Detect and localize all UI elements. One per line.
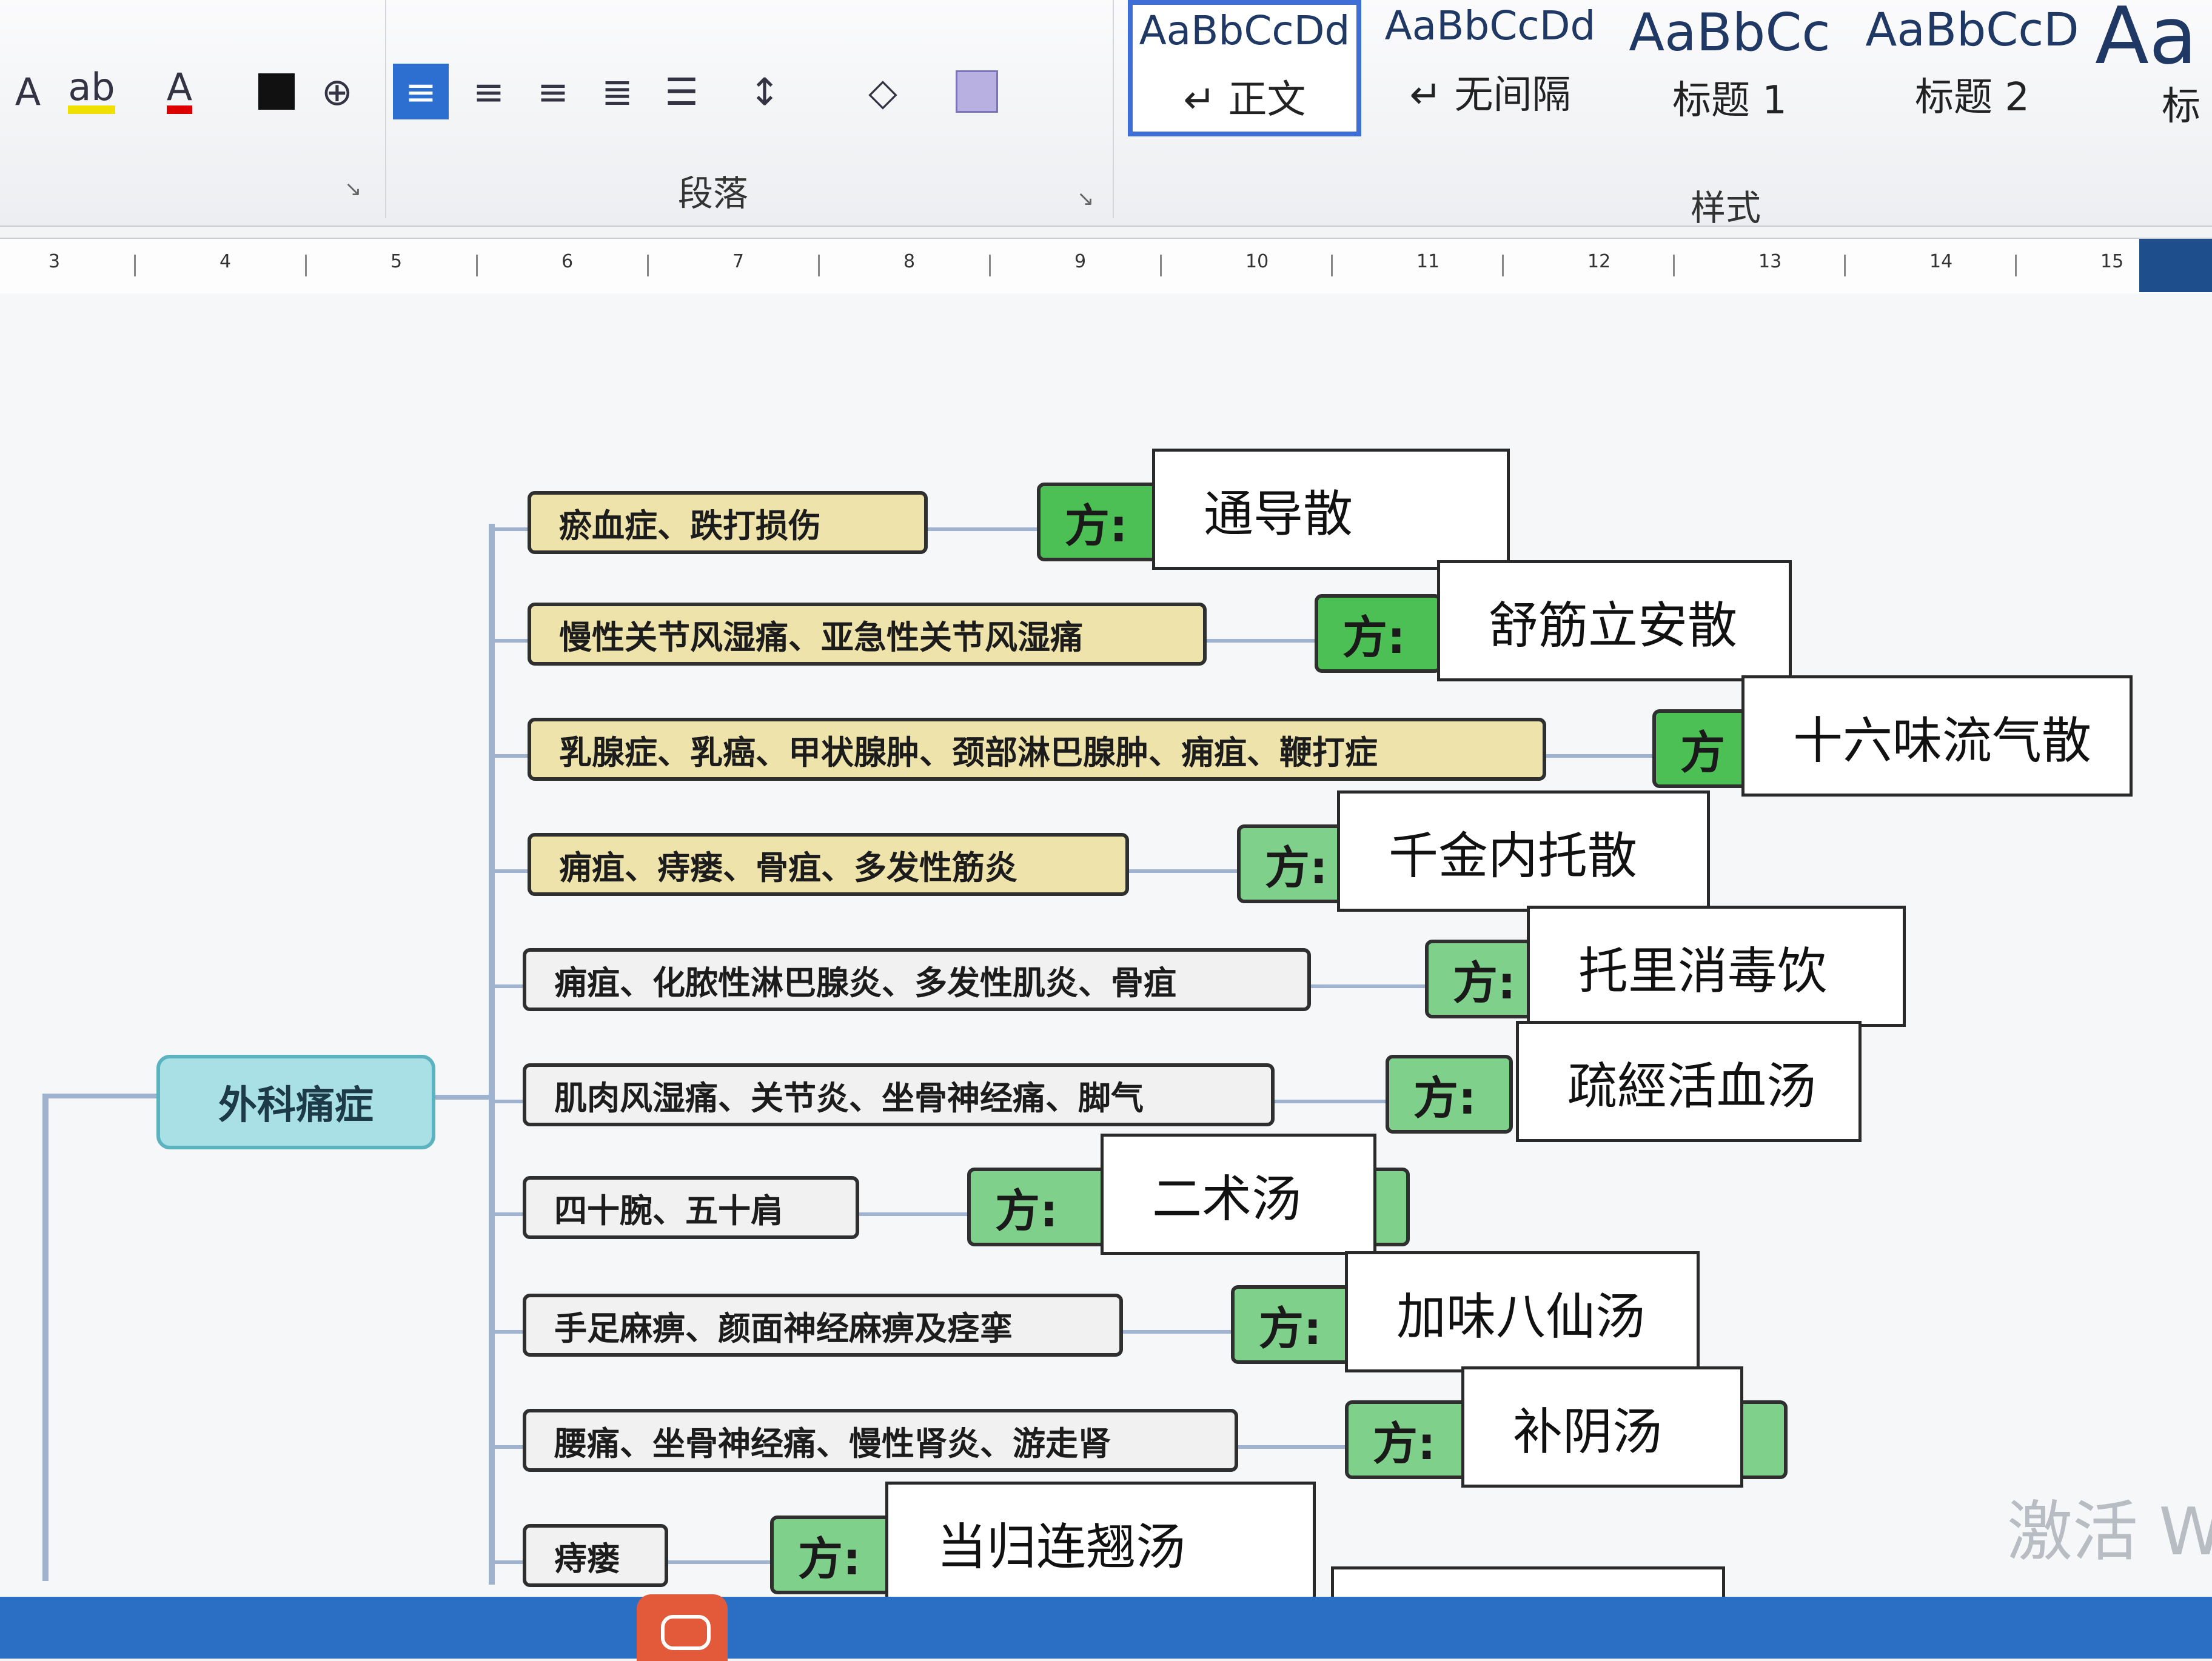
condition-node[interactable]: 肌肉风湿痛、关节炎、坐骨神经痛、脚气 bbox=[523, 1063, 1275, 1126]
ruler-margin-marker[interactable] bbox=[2139, 239, 2212, 292]
style-heading-1[interactable]: AaBbCc 标题 1 bbox=[1613, 0, 1846, 136]
style-normal[interactable]: AaBbCcDd ↵ 正文 bbox=[1128, 0, 1361, 136]
ruler-tick bbox=[1844, 255, 1846, 276]
remedy-box[interactable]: 补阴汤 bbox=[1461, 1366, 1743, 1488]
remedy-box[interactable]: 十六味流气散 bbox=[1741, 675, 2133, 797]
style-sample: AaBbCc bbox=[1629, 2, 1831, 63]
prescription-label[interactable]: 方: bbox=[770, 1516, 897, 1594]
align-center-icon[interactable]: ≡ bbox=[473, 69, 504, 114]
connector-line bbox=[42, 1096, 49, 1581]
fill-icon[interactable]: ◇ bbox=[868, 69, 897, 114]
condition-node[interactable]: 瘀血症、跌打损伤 bbox=[528, 491, 928, 554]
style-sample: AaBbCcDd bbox=[1139, 7, 1350, 54]
remedy-box[interactable]: 二术汤 bbox=[1101, 1134, 1376, 1255]
style-no-spacing[interactable]: AaBbCcDd ↵ 无间隔 bbox=[1373, 0, 1607, 136]
remedy-box[interactable]: 当归连翘汤 bbox=[885, 1482, 1316, 1603]
style-sample: AaBbCcDd bbox=[1384, 2, 1596, 49]
document-canvas: 外科痛症 瘀血症、跌打损伤方:通导散慢性关节风湿痛、亚急性关节风湿痛方:舒筋立安… bbox=[0, 293, 2212, 1615]
style-name: 标题 1 bbox=[1672, 78, 1788, 123]
style-name: 标 bbox=[2162, 84, 2200, 129]
condition-node[interactable]: 慢性关节风湿痛、亚急性关节风湿痛 bbox=[528, 603, 1207, 666]
style-name: 正文 bbox=[1228, 78, 1306, 122]
style-name: 标题 2 bbox=[1914, 75, 2030, 120]
condition-node[interactable]: 乳腺症、乳癌、甲状腺肿、颈部淋巴腺肿、痈疽、鞭打症 bbox=[528, 718, 1546, 781]
taskbar bbox=[0, 1597, 2212, 1659]
ruler-tick bbox=[1160, 255, 1162, 276]
styles-group-label: 样式 bbox=[1691, 187, 1761, 229]
condition-node[interactable]: 四十腕、五十肩 bbox=[523, 1176, 859, 1239]
paragraph-mark-icon: ↵ bbox=[1183, 78, 1216, 122]
paragraph-group-label: 段落 bbox=[678, 173, 749, 214]
ruler-number: 12 bbox=[1587, 251, 1611, 272]
condition-node[interactable]: 痈疽、痔瘘、骨疽、多发性筋炎 bbox=[528, 833, 1129, 896]
style-sample: Aa bbox=[2095, 0, 2197, 69]
ruler-tick bbox=[647, 255, 649, 276]
ruler-number: 13 bbox=[1758, 251, 1782, 272]
remedy-box[interactable]: 疏經活血汤 bbox=[1516, 1021, 1862, 1142]
borders-icon[interactable] bbox=[949, 64, 1005, 119]
separator bbox=[1113, 0, 1114, 218]
ruler-number: 3 bbox=[49, 251, 61, 272]
justify-icon[interactable]: ≣ bbox=[602, 69, 633, 114]
font-color-icon[interactable]: A bbox=[152, 64, 207, 119]
horizontal-ruler[interactable]: 3 4 5 6 7 8 9 10 11 12 13 14 15 bbox=[0, 238, 2212, 295]
ruler-tick bbox=[1673, 255, 1675, 276]
prescription-label[interactable]: 方: bbox=[1231, 1285, 1358, 1364]
align-right-icon[interactable]: ≡ bbox=[537, 69, 569, 114]
style-title[interactable]: Aa 标 bbox=[2095, 0, 2212, 136]
font-dialog-launcher-icon[interactable]: ↘ bbox=[344, 177, 362, 201]
text-effects-icon[interactable]: A bbox=[15, 69, 41, 114]
remedy-box[interactable]: 托里消毒饮 bbox=[1527, 906, 1906, 1027]
ruler-tick bbox=[1502, 255, 1504, 276]
separator bbox=[385, 0, 386, 218]
remedy-box[interactable]: 千金内托散 bbox=[1337, 790, 1710, 912]
align-left-icon[interactable]: ≡ bbox=[393, 64, 449, 119]
style-name: 无间隔 bbox=[1454, 73, 1571, 118]
prescription-label[interactable]: 方: bbox=[1386, 1055, 1513, 1134]
condition-node[interactable]: 痈疽、化脓性淋巴腺炎、多发性肌炎、骨疽 bbox=[523, 948, 1311, 1011]
ruler-tick bbox=[305, 255, 307, 276]
condition-node[interactable]: 腰痛、坐骨神经痛、慢性肾炎、游走肾 bbox=[523, 1409, 1238, 1472]
ruler-number: 7 bbox=[732, 251, 745, 272]
ruler-number: 15 bbox=[2100, 251, 2124, 272]
remedy-box[interactable]: 加味八仙汤 bbox=[1345, 1251, 1700, 1372]
remedy-box[interactable]: 舒筋立安散 bbox=[1437, 560, 1792, 681]
watermark-line1: 激活 W bbox=[2007, 1494, 2212, 1570]
ruler-number: 11 bbox=[1416, 251, 1440, 272]
ruler-tick bbox=[1331, 255, 1333, 276]
condition-node[interactable]: 手足麻痹、颜面神经麻痹及痉挛 bbox=[523, 1294, 1123, 1357]
condition-node[interactable]: 痔瘘 bbox=[523, 1524, 668, 1587]
style-sample: AaBbCcD bbox=[1865, 2, 2079, 56]
ruler-number: 10 bbox=[1245, 251, 1269, 272]
shading-icon[interactable] bbox=[249, 64, 304, 119]
ruler-number: 5 bbox=[390, 251, 403, 272]
distributed-icon[interactable]: ☰ bbox=[665, 69, 699, 114]
highlight-icon[interactable]: ab bbox=[64, 64, 119, 119]
connector-line bbox=[428, 1095, 489, 1100]
ruler-tick bbox=[134, 255, 136, 276]
ruler-tick bbox=[2015, 255, 2017, 276]
prescription-label[interactable]: 方: bbox=[1315, 594, 1442, 673]
enclosed-char-icon[interactable]: ⊕ bbox=[321, 69, 353, 114]
prescription-label[interactable]: 方: bbox=[1037, 483, 1164, 561]
ruler-number: 9 bbox=[1074, 251, 1087, 272]
ruler-tick bbox=[989, 255, 991, 276]
ruler-number: 4 bbox=[220, 251, 232, 272]
ruler-tick bbox=[818, 255, 820, 276]
style-heading-2[interactable]: AaBbCcD 标题 2 bbox=[1855, 0, 2089, 136]
wps-app-icon bbox=[661, 1615, 711, 1650]
ribbon: A ab A ⊕ ↘ ≡ ≡ ≡ ≣ ☰ ↕ ◇ 段落 ↘ AaBbCcDd ↵… bbox=[0, 0, 2212, 229]
connector-line bbox=[489, 524, 495, 1585]
remedy-box[interactable]: 通导散 bbox=[1152, 449, 1510, 570]
paragraph-mark-icon: ↵ bbox=[1409, 73, 1443, 118]
line-spacing-icon[interactable]: ↕ bbox=[749, 69, 780, 114]
connector-line bbox=[42, 1094, 158, 1098]
paragraph-dialog-launcher-icon[interactable]: ↘ bbox=[1077, 187, 1094, 211]
ruler-number: 6 bbox=[561, 251, 574, 272]
ruler-tick bbox=[476, 255, 478, 276]
ruler-number: 8 bbox=[903, 251, 916, 272]
mindmap-root[interactable]: 外科痛症 bbox=[156, 1055, 435, 1149]
ruler-number: 14 bbox=[1929, 251, 1953, 272]
